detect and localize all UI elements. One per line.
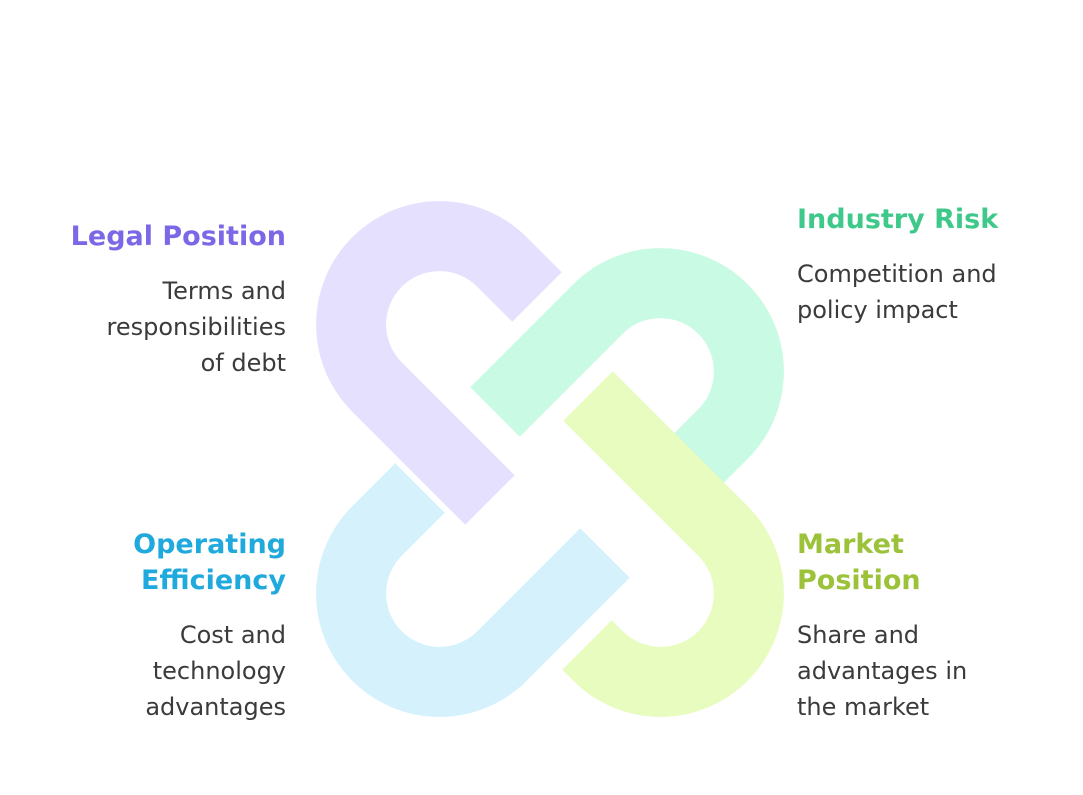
link-lime bbox=[562, 371, 784, 717]
legal-line-1: Terms and bbox=[162, 277, 286, 305]
industry-risk-title: Industry Risk bbox=[797, 204, 999, 235]
market-position-description: Share and advantages in the market bbox=[797, 617, 1057, 725]
operating-line-3: advantages bbox=[145, 693, 286, 721]
legal-position-description: Terms and responsibilities of debt bbox=[26, 273, 287, 381]
operating-line-2: technology bbox=[152, 657, 286, 685]
market-line-1: Share and bbox=[797, 621, 920, 649]
industry-line-2: policy impact bbox=[797, 296, 958, 324]
market-title-line-2: Position bbox=[797, 565, 921, 596]
operating-line-1: Cost and bbox=[179, 621, 286, 649]
legal-line-3: of debt bbox=[200, 349, 286, 377]
operating-efficiency-description: Cost and technology advantages bbox=[26, 617, 286, 725]
operating-title-line-2: Efficiency bbox=[141, 565, 286, 596]
market-title-line-1: Market bbox=[797, 529, 904, 560]
legal-position-title: Legal Position bbox=[70, 221, 286, 252]
market-line-2: advantages in bbox=[797, 657, 968, 685]
legal-position-block: Legal Position Terms and responsibilities… bbox=[26, 219, 286, 381]
industry-line-1: Competition and bbox=[797, 260, 997, 288]
link-blue bbox=[316, 463, 630, 717]
operating-title-line-1: Operating bbox=[133, 529, 286, 560]
link-mint bbox=[470, 248, 784, 499]
legal-line-2: responsibilities bbox=[106, 313, 287, 341]
link-purple bbox=[316, 201, 562, 525]
market-line-3: the market bbox=[797, 693, 930, 721]
industry-risk-description: Competition and policy impact bbox=[797, 256, 1067, 328]
industry-risk-block: Industry Risk Competition and policy impa… bbox=[797, 202, 1067, 328]
